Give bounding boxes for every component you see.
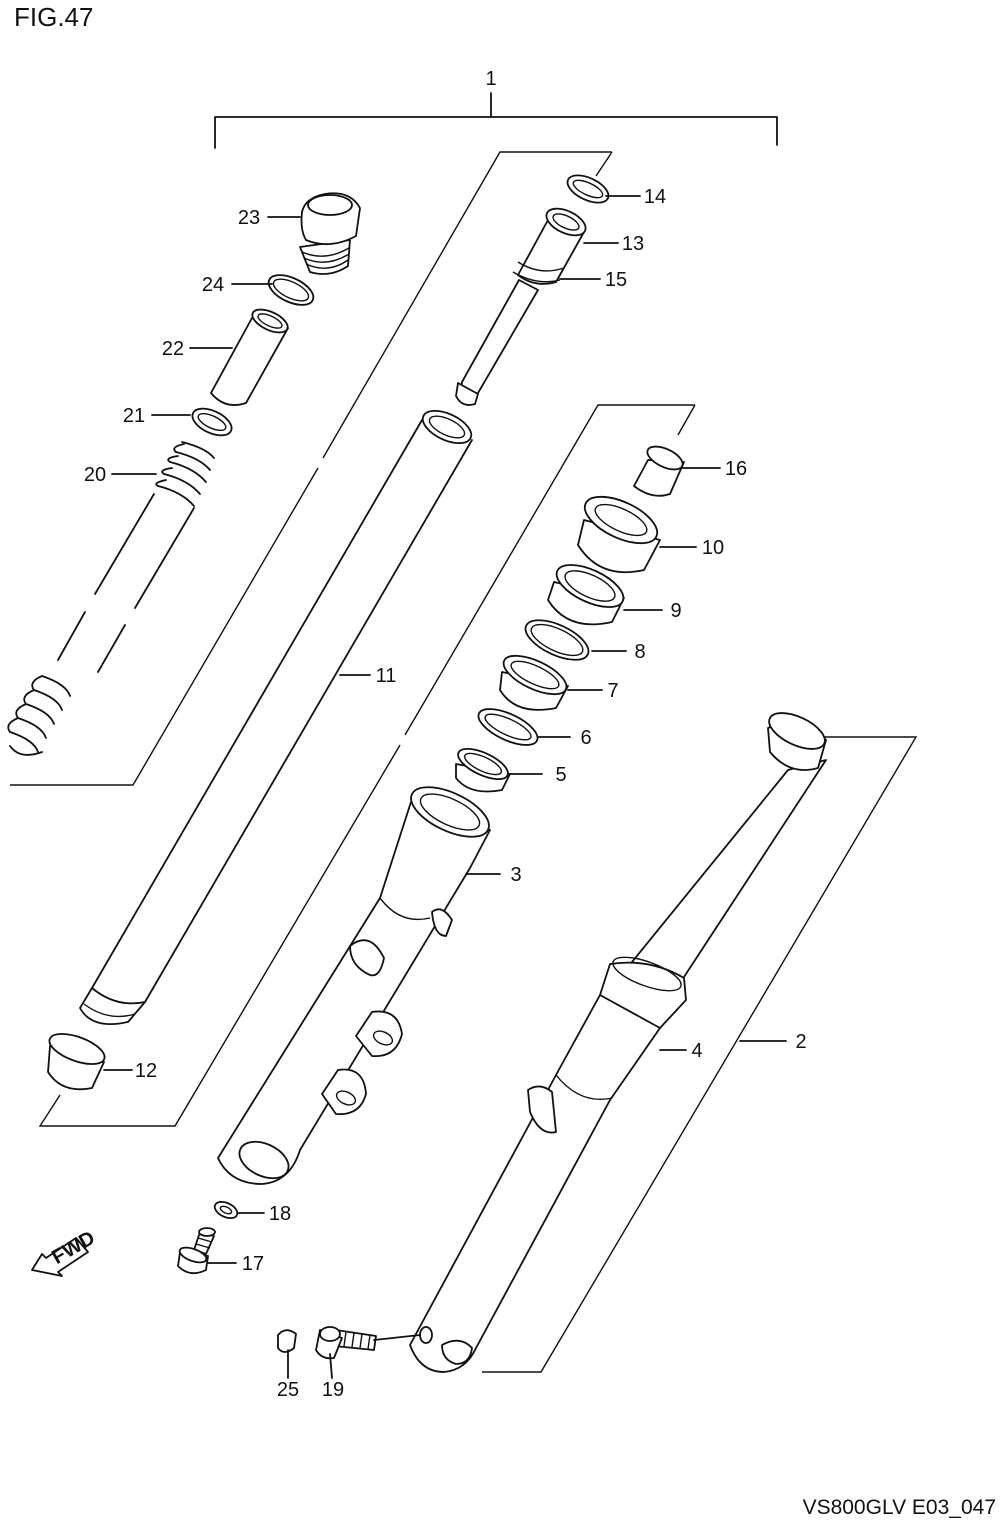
callout-23: 23 xyxy=(238,207,260,229)
group-frame-outer-tube xyxy=(38,404,696,1127)
dust-seal xyxy=(577,495,661,574)
gasket xyxy=(213,1200,239,1220)
assembly-bracket-1 xyxy=(214,92,778,149)
figure-code: VS800GLV E03_047 xyxy=(802,1496,996,1519)
callout-2: 2 xyxy=(795,1031,806,1053)
callout-18: 18 xyxy=(269,1203,291,1225)
fork-spring xyxy=(7,441,215,756)
callout-12: 12 xyxy=(135,1060,157,1082)
callout-19: 19 xyxy=(322,1379,344,1401)
callout-9: 9 xyxy=(670,600,681,622)
callout-5: 5 xyxy=(555,764,566,786)
front-fork-assembly xyxy=(409,712,827,1373)
callout-11: 11 xyxy=(376,665,397,687)
callout-17: 17 xyxy=(242,1253,264,1275)
spring-washer xyxy=(191,407,233,437)
callout-8: 8 xyxy=(634,641,645,663)
callout-7: 7 xyxy=(607,680,618,702)
o-ring xyxy=(267,274,315,306)
callout-labels: 1 2 3 4 5 6 7 8 9 10 11 12 13 14 15 16 1… xyxy=(84,68,807,1401)
oil-seal-retainer xyxy=(524,619,590,661)
callout-25: 25 xyxy=(277,1379,299,1401)
callout-20: 20 xyxy=(84,464,106,486)
callout-15: 15 xyxy=(605,269,627,291)
cylinder-bushing xyxy=(455,747,511,793)
figure-title: FIG.47 xyxy=(14,2,94,32)
damper-bolt xyxy=(177,1227,216,1275)
callout-4: 4 xyxy=(691,1040,702,1062)
axle-pinch-bolt xyxy=(315,1326,377,1360)
callout-24: 24 xyxy=(202,274,224,296)
callout-3: 3 xyxy=(510,864,521,886)
callout-10: 10 xyxy=(702,537,724,559)
callout-14: 14 xyxy=(644,186,666,208)
damper-rod xyxy=(455,207,587,406)
group-frame-fork-assembly xyxy=(482,736,918,1373)
callout-13: 13 xyxy=(622,233,644,255)
callout-21: 21 xyxy=(123,405,145,427)
outer-tube xyxy=(217,786,491,1185)
slide-bushing xyxy=(47,1033,106,1091)
callout-6: 6 xyxy=(580,727,591,749)
callout-16: 16 xyxy=(725,458,747,480)
fork-cap-bolt xyxy=(299,192,361,275)
leader-lines xyxy=(103,195,787,1379)
fwd-arrow-icon: FWD xyxy=(31,1227,99,1277)
guide-bushing xyxy=(633,445,685,497)
stopper-ring xyxy=(566,174,610,204)
bolt-cap xyxy=(277,1329,297,1353)
oil-seal xyxy=(547,564,625,626)
inner-tube xyxy=(79,409,473,1026)
spacer-tube xyxy=(210,308,289,406)
slide-metal xyxy=(499,654,569,711)
callout-22: 22 xyxy=(162,338,184,360)
seal-washer xyxy=(477,708,539,746)
callout-1: 1 xyxy=(485,68,496,90)
group-frame-inner xyxy=(10,151,613,786)
